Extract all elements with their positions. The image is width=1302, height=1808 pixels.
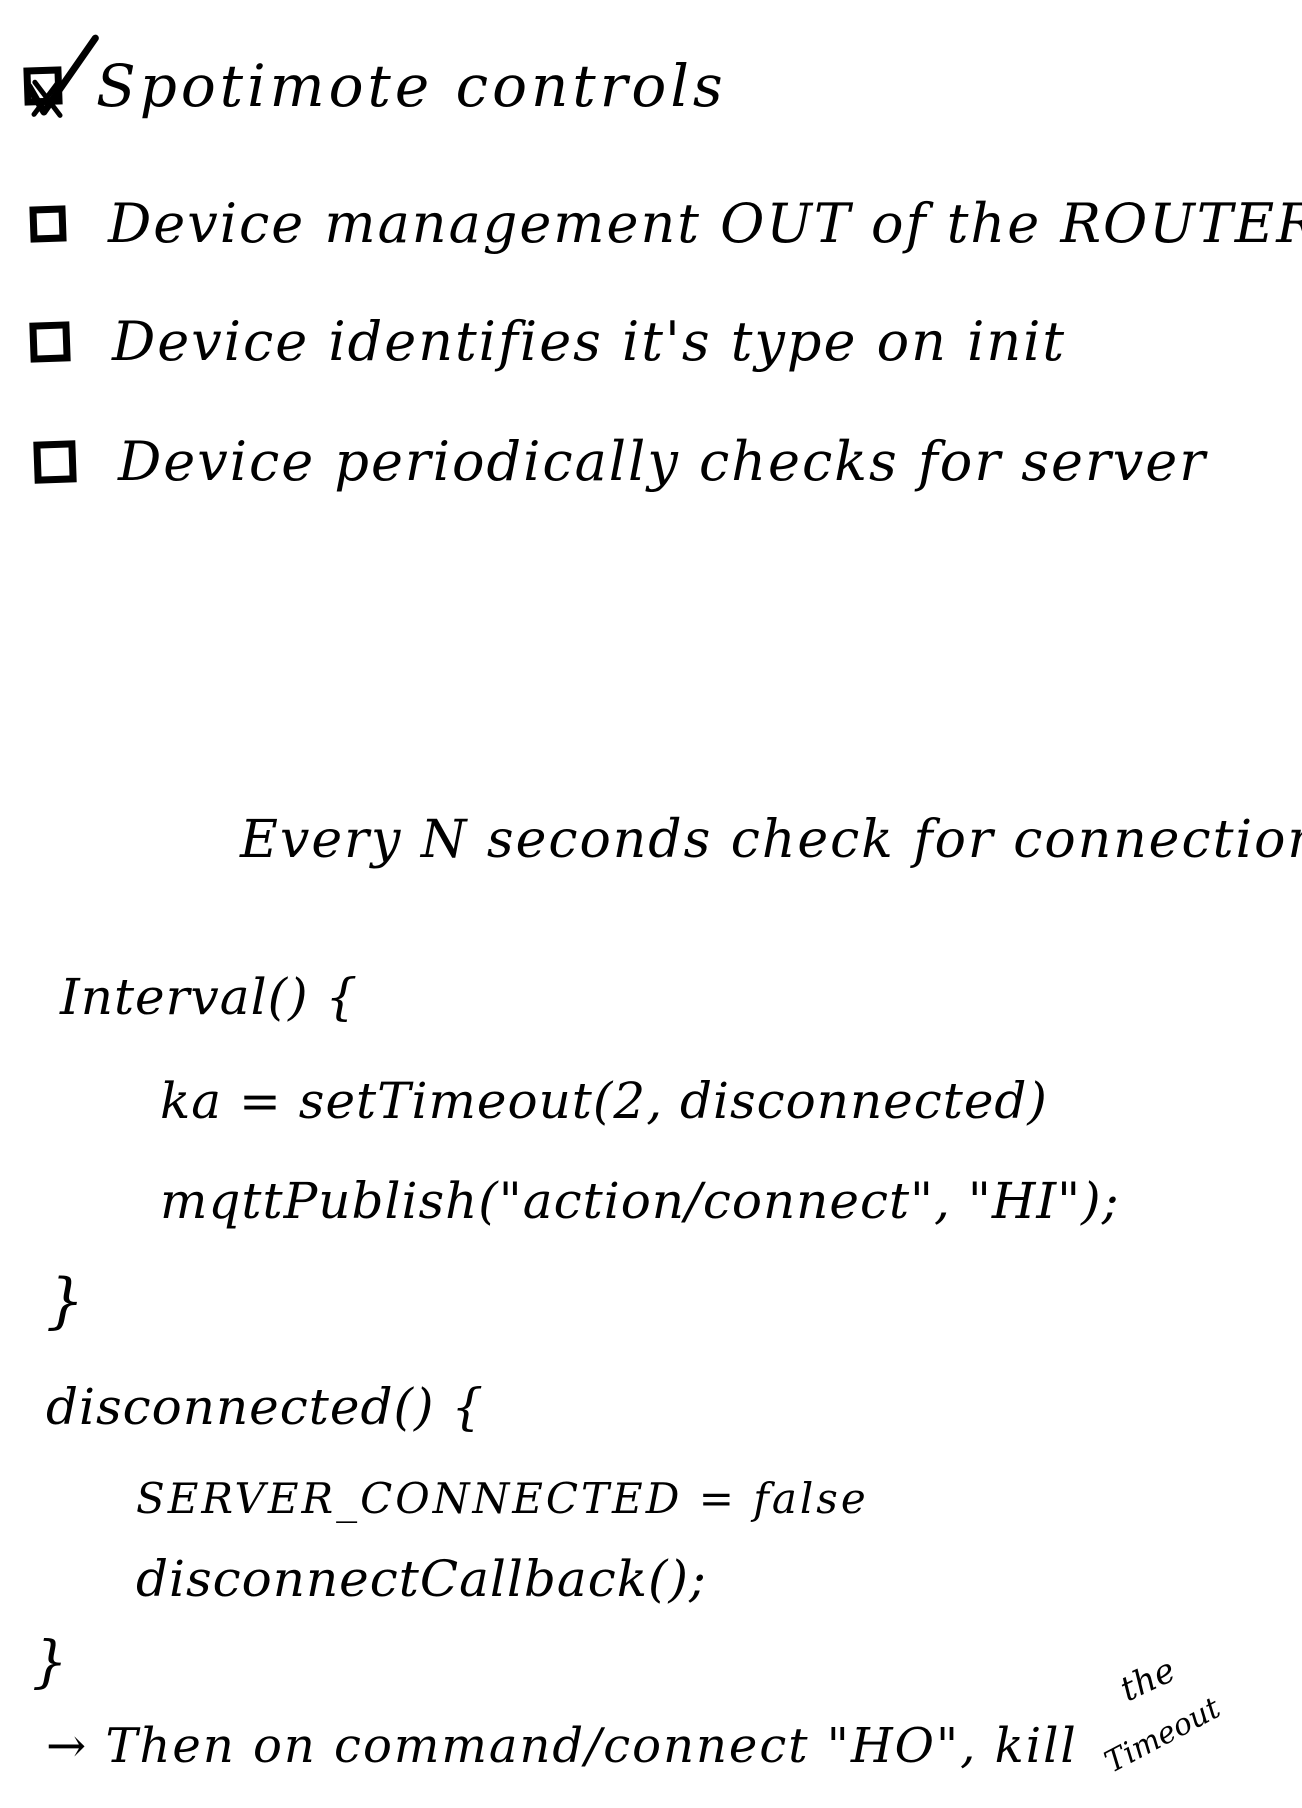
code-server-line: SERVER_CONNECTED = false <box>136 1474 869 1523</box>
footer-note-the: the <box>1114 1650 1182 1710</box>
checklist-item-1[interactable]: Spotimote controls <box>23 34 727 120</box>
code-disconnected-open: disconnected() { <box>46 1378 485 1436</box>
checklist-item-label: Spotimote controls <box>96 52 727 120</box>
checklist-item-2[interactable]: Device management OUT of the ROUTER <box>29 192 1302 255</box>
footer-note-timeout: Timeout <box>1099 1690 1227 1781</box>
checkbox-icon[interactable] <box>29 320 71 363</box>
checklist-item-label: Device management OUT of the ROUTER <box>108 192 1302 255</box>
checklist-item-label: Device periodically checks for server <box>118 430 1208 493</box>
checklist-item-label: Device identifies it's type on init <box>112 310 1067 373</box>
checked-checkbox-icon[interactable] <box>23 34 99 118</box>
checklist-item-4[interactable]: Device periodically checks for server <box>33 430 1208 493</box>
checkbox-icon[interactable] <box>29 204 67 243</box>
code-interval-open: Interval() { <box>60 968 359 1026</box>
code-disconnected-close: } <box>32 1630 69 1695</box>
note-heading: Every N seconds check for connection <box>240 810 1302 870</box>
code-publish-line: mqttPublish("action/connect", "HI"); <box>160 1172 1120 1230</box>
checkbox-icon[interactable] <box>33 439 77 484</box>
code-interval-close: } <box>46 1266 86 1336</box>
code-callback-line: disconnectCallback(); <box>136 1550 707 1608</box>
checklist-item-3[interactable]: Device identifies it's type on init <box>29 310 1067 373</box>
checkmark-icon <box>25 34 99 118</box>
footer-note: → Then on command/connect "HO", kill <box>46 1718 1078 1774</box>
code-ka-line: ka = setTimeout(2, disconnected) <box>160 1072 1048 1130</box>
